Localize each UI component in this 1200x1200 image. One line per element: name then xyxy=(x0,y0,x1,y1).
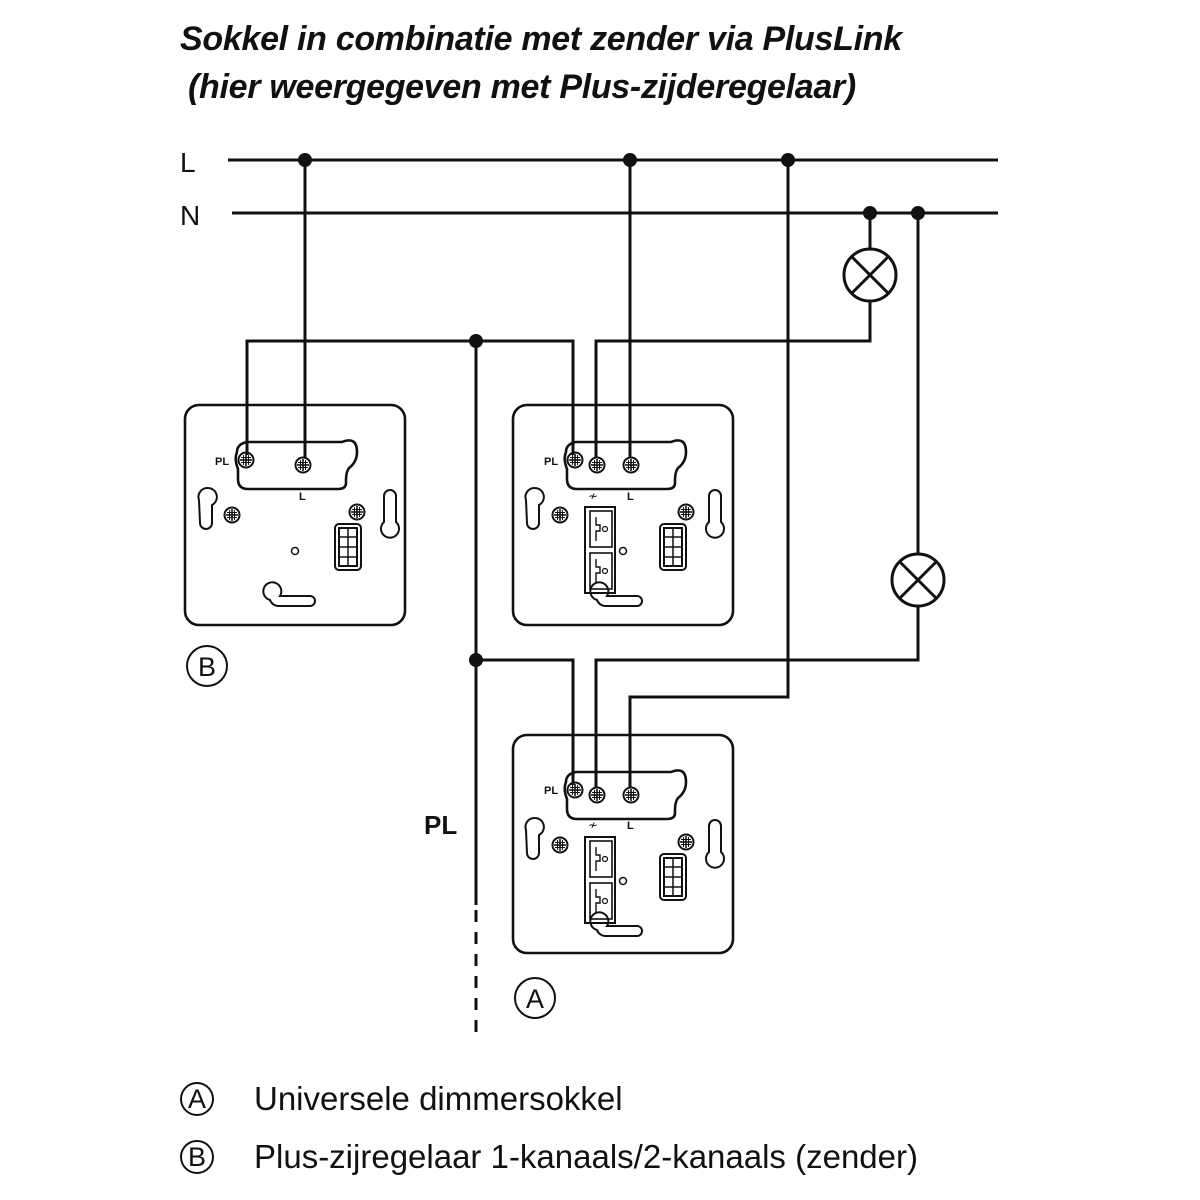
junction-dot xyxy=(863,206,877,220)
junction-dot xyxy=(469,653,483,667)
screw-terminal-icon xyxy=(566,451,584,469)
wire-pluslink-socket-a xyxy=(476,658,575,785)
keyhole-slot-icon xyxy=(380,489,400,539)
legend-item-a: A Universele dimmersokkel xyxy=(180,1080,623,1118)
rj-connector-icon xyxy=(584,506,616,594)
keyhole-slot-icon xyxy=(524,487,545,530)
socket-b: PL L xyxy=(183,403,407,627)
wiring xyxy=(245,160,920,1035)
wire-l-socket-a xyxy=(628,160,790,788)
legend-text-b: Plus-zijregelaar 1-kanaals/2-kanaals (ze… xyxy=(254,1138,918,1175)
junction-dots xyxy=(298,153,925,667)
terminal-label-pl: PL xyxy=(544,785,558,797)
phase-label: L xyxy=(180,147,196,178)
keyhole-slot-icon xyxy=(197,487,218,530)
screw-terminal-icon xyxy=(223,506,241,524)
screw-terminal-icon xyxy=(588,786,606,804)
badge-b: B xyxy=(186,645,228,687)
screw-terminal-icon xyxy=(294,456,312,474)
terminal-label-dimmer: ≁ xyxy=(588,489,598,503)
legend-item-b: B Plus-zijregelaar 1-kanaals/2-kanaals (… xyxy=(180,1138,918,1176)
screw-terminal-icon xyxy=(551,836,569,854)
keyhole-slot-icon xyxy=(705,489,725,539)
socket-center: PL ≁ L xyxy=(511,403,735,627)
lamp-icon xyxy=(890,552,946,608)
screw-terminal-icon xyxy=(677,833,695,851)
keyhole-slot-icon xyxy=(524,817,545,860)
screw-terminal-icon xyxy=(622,456,640,474)
connector-icon xyxy=(334,523,362,571)
keyhole-slot-icon xyxy=(262,581,316,607)
screw-terminal-icon xyxy=(588,456,606,474)
svg-text:B: B xyxy=(198,652,216,682)
pluslink-bus-label: PL xyxy=(424,810,457,840)
terminal-label-pl: PL xyxy=(215,456,229,468)
junction-dot xyxy=(623,153,637,167)
terminal-label-pl: PL xyxy=(544,456,558,468)
terminal-label-l: L xyxy=(299,491,306,503)
legend-badge-a: A xyxy=(180,1082,214,1116)
connector-icon xyxy=(659,853,687,901)
screw-terminal-icon xyxy=(677,503,695,521)
neutral-label: N xyxy=(180,200,200,231)
keyhole-slot-icon xyxy=(705,819,725,869)
terminal-label-dimmer: ≁ xyxy=(588,818,598,832)
svg-text:A: A xyxy=(526,984,544,1014)
keyhole-slot-icon xyxy=(589,911,643,937)
rj-connector-icon xyxy=(584,836,616,924)
screw-terminal-icon xyxy=(566,781,584,799)
wire-lamp2-dimmer xyxy=(594,606,920,788)
wire-lamp1-dimmer xyxy=(594,301,872,458)
junction-dot xyxy=(469,334,483,348)
connector-icon xyxy=(659,523,687,571)
badge-a: A xyxy=(514,977,556,1019)
screw-terminal-icon xyxy=(622,786,640,804)
junction-dot xyxy=(298,153,312,167)
wire-pluslink-bus xyxy=(245,339,575,455)
legend-badge-b: B xyxy=(180,1140,214,1174)
socket-a: PL ≁ L xyxy=(511,733,735,955)
diagram-title: Sokkel in combinatie met zender via Plus… xyxy=(180,20,902,58)
screw-terminal-icon xyxy=(551,506,569,524)
legend-text-a: Universele dimmersokkel xyxy=(254,1080,623,1117)
keyhole-slot-icon xyxy=(589,581,643,607)
terminal-label-l: L xyxy=(627,491,634,503)
terminal-label-l: L xyxy=(627,820,634,832)
diagram-subtitle: (hier weergegeven met Plus-zijderegelaar… xyxy=(188,68,856,106)
junction-dot xyxy=(911,206,925,220)
lamp-icon xyxy=(842,247,898,303)
screw-terminal-icon xyxy=(348,503,366,521)
junction-dot xyxy=(781,153,795,167)
